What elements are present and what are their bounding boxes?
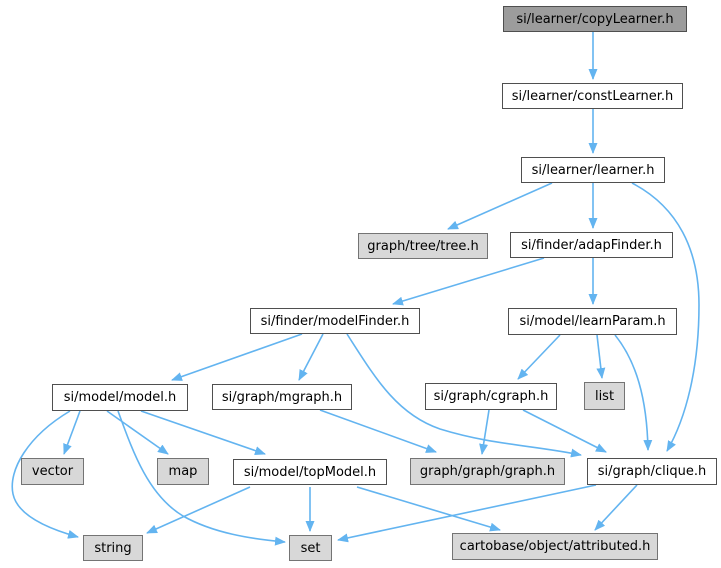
node-label: map	[168, 464, 198, 479]
node-model[interactable]: si/model/model.h	[52, 384, 188, 411]
node-label: set	[300, 540, 321, 556]
edge-modelFinder-clique	[346, 333, 582, 458]
node-label: graph/graph/graph.h	[419, 464, 556, 479]
node-list: list	[584, 382, 625, 410]
edge-clique-set	[337, 484, 597, 543]
node-topModel[interactable]: si/model/topModel.h	[233, 459, 387, 485]
edge-model-set	[117, 410, 286, 546]
node-set: set	[289, 535, 332, 561]
edge-learner-tree	[447, 182, 553, 230]
edge-cgraph-graph	[479, 409, 490, 455]
node-label: si/finder/modelFinder.h	[260, 313, 410, 329]
node-mgraph[interactable]: si/graph/mgraph.h	[212, 384, 352, 410]
node-map: map	[157, 458, 209, 485]
edge-modelFinder-mgraph	[298, 333, 324, 381]
node-learner[interactable]: si/learner/learner.h	[521, 157, 665, 183]
node-clique[interactable]: si/graph/clique.h	[587, 458, 717, 485]
edge-learner-clique	[631, 182, 700, 452]
node-label: string	[94, 540, 132, 556]
node-label: si/model/model.h	[63, 390, 177, 405]
node-label: cartobase/object/attributed.h	[459, 539, 651, 554]
node-tree: graph/tree/tree.h	[358, 233, 488, 259]
node-attributed: cartobase/object/attributed.h	[452, 533, 658, 560]
node-label: si/learner/copyLearner.h	[516, 11, 674, 27]
edge-mgraph-graph	[319, 409, 437, 453]
edge-learnParam-list	[596, 334, 606, 379]
node-string: string	[83, 535, 143, 561]
node-label: si/graph/mgraph.h	[221, 389, 343, 405]
node-label: si/finder/adapFinder.h	[521, 237, 662, 253]
node-constLearner[interactable]: si/learner/constLearner.h	[502, 83, 683, 109]
edge-model-topModel	[140, 410, 266, 455]
node-vector: vector	[21, 458, 84, 485]
node-label: graph/tree/tree.h	[367, 238, 479, 254]
node-label: si/learner/learner.h	[531, 162, 655, 178]
node-label: list	[594, 388, 615, 404]
edge-cgraph-clique	[522, 409, 607, 453]
edge-learnParam-cgraph	[517, 334, 561, 380]
edge-learnParam-clique	[614, 334, 653, 451]
node-cgraph[interactable]: si/graph/cgraph.h	[425, 383, 557, 410]
edge-topModel-attributed	[356, 486, 501, 532]
edge-modelFinder-model	[171, 333, 303, 381]
edge-adapFinder-modelFinder	[392, 257, 545, 306]
node-learnParam[interactable]: si/model/learnParam.h	[508, 308, 677, 335]
edge-model-map	[106, 410, 169, 455]
edge-model-string	[11, 410, 79, 539]
edge-model-vector	[63, 410, 81, 455]
node-label: si/learner/constLearner.h	[511, 88, 674, 104]
node-modelFinder[interactable]: si/finder/modelFinder.h	[250, 308, 420, 334]
node-label: vector	[31, 464, 74, 479]
node-label: si/model/learnParam.h	[519, 314, 666, 329]
node-copyLearner[interactable]: si/learner/copyLearner.h	[503, 6, 687, 32]
node-adapFinder[interactable]: si/finder/adapFinder.h	[510, 232, 673, 258]
edge-clique-attributed	[594, 484, 638, 531]
node-graph: graph/graph/graph.h	[410, 458, 565, 485]
node-label: si/graph/clique.h	[597, 464, 707, 479]
node-label: si/graph/cgraph.h	[433, 389, 549, 404]
edge-topModel-string	[146, 486, 251, 534]
node-label: si/model/topModel.h	[243, 464, 377, 480]
